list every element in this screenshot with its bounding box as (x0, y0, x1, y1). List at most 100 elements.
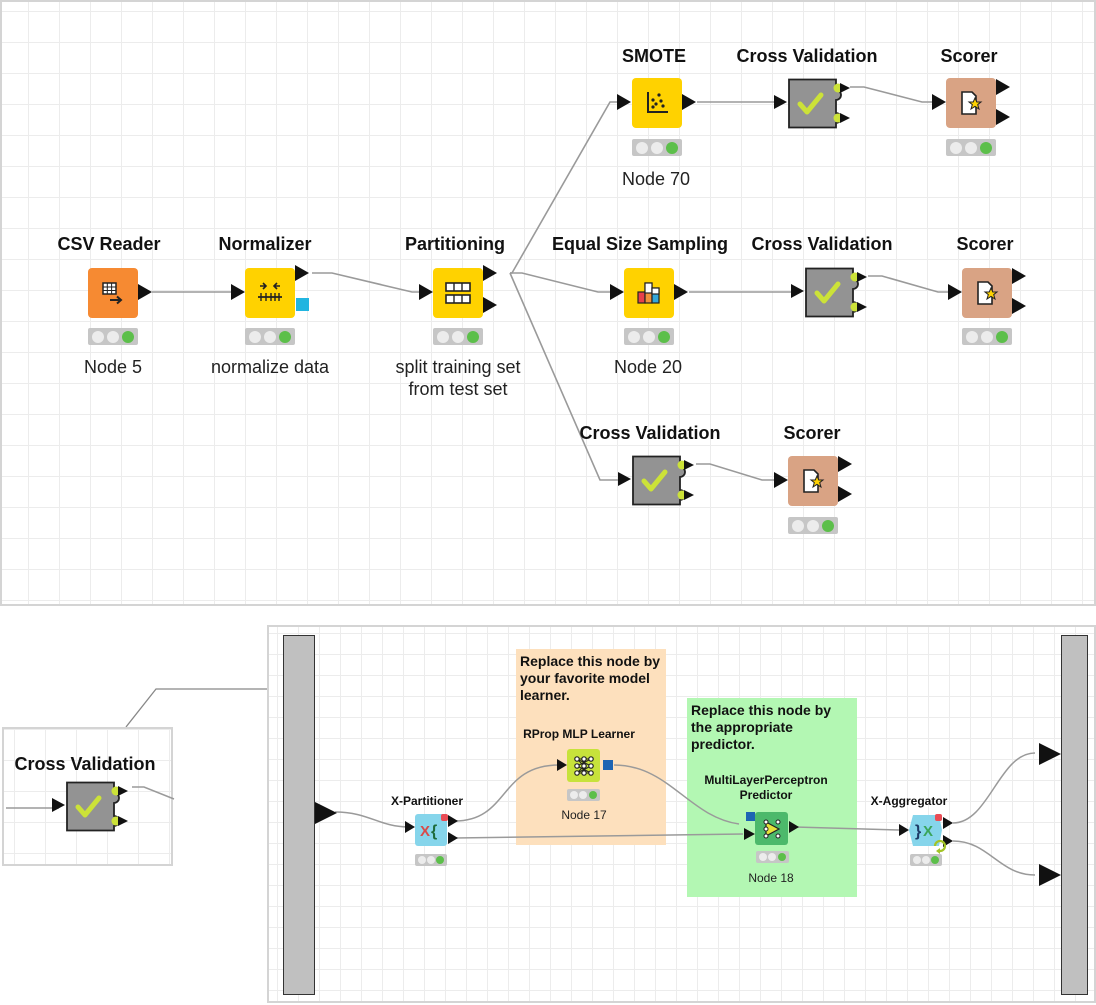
output-port-1 (684, 460, 694, 470)
metanode-output-port-2[interactable] (1039, 864, 1061, 886)
input-port[interactable] (557, 759, 567, 771)
node-title: Normalizer (218, 234, 312, 254)
connection-normalizer-partitioning (312, 272, 420, 293)
connections-layer (152, 86, 948, 481)
checkmark-icon (75, 795, 102, 818)
loop-icon (933, 839, 947, 854)
input-port[interactable] (774, 472, 788, 488)
node-body[interactable] (88, 268, 138, 318)
output-port[interactable] (682, 94, 696, 110)
output-port-2[interactable] (1012, 298, 1026, 314)
node-title-line-1: MultiLayerPerceptron (704, 773, 828, 787)
node-title: Scorer (940, 46, 998, 66)
node-title: Scorer (783, 423, 841, 443)
output-port-2[interactable] (838, 486, 852, 502)
input-port[interactable] (405, 821, 415, 833)
output-port[interactable] (789, 821, 799, 833)
node-description: Node 20 (613, 357, 683, 377)
connection-cv1-scorer1 (850, 86, 932, 103)
checkmark-icon (797, 92, 824, 115)
input-port[interactable] (932, 94, 946, 110)
scorer-doc-icon (977, 281, 999, 305)
zoom-inset: Cross Validation (2, 727, 175, 866)
output-port-2 (684, 490, 694, 500)
node-description: Node 70 (621, 169, 691, 189)
status-indicator (88, 328, 138, 345)
output-port-2[interactable] (483, 297, 497, 313)
checkmark-icon (814, 281, 841, 304)
model-port[interactable] (296, 298, 309, 311)
node-body[interactable] (567, 749, 600, 782)
connection-cv3-scorer3 (696, 463, 774, 481)
output-port-1 (840, 83, 850, 93)
output-port-1[interactable] (838, 456, 852, 472)
output-port[interactable] (674, 284, 688, 300)
node-body[interactable] (909, 814, 943, 847)
metanode-canvas[interactable]: Replace this node by your favorite model… (267, 625, 1096, 1003)
metanode-body[interactable] (774, 78, 854, 132)
data-input-port[interactable] (744, 828, 755, 840)
node-title: X-Aggregator (870, 794, 948, 808)
output-port[interactable] (138, 284, 152, 300)
metanode-input-port[interactable] (315, 802, 337, 824)
connection-partitioning-cv3 (509, 272, 620, 481)
node-body[interactable] (946, 78, 996, 128)
output-port-2[interactable] (448, 832, 458, 844)
node-body[interactable] (962, 268, 1012, 318)
input-port[interactable] (617, 94, 631, 110)
node-title: RProp MLP Learner (523, 727, 635, 741)
node-title: Cross Validation (736, 46, 878, 66)
output-port-1[interactable] (996, 79, 1010, 95)
bar-chart-icon (637, 282, 660, 304)
metanode-output-port-1[interactable] (1039, 743, 1061, 765)
node-description: Node 5 (83, 357, 143, 377)
node-title: Cross Validation (751, 234, 893, 254)
output-port-1[interactable] (448, 815, 458, 827)
x-aggregate-icon: } X (915, 823, 933, 840)
node-body[interactable] (788, 456, 838, 506)
status-indicator (624, 328, 674, 345)
input-port[interactable] (419, 284, 433, 300)
status-indicator (962, 328, 1012, 345)
node-title: X-Partitioner (390, 794, 464, 808)
status-indicator (632, 139, 682, 156)
workflow-canvas[interactable]: CSV Reader Node 5 Normalizer normalize d… (0, 0, 1096, 606)
output-port-1[interactable] (483, 265, 497, 281)
node-description-line-1: split training set (395, 357, 521, 377)
input-port[interactable] (899, 824, 909, 836)
output-port-2[interactable] (996, 109, 1010, 125)
normalize-icon (258, 282, 282, 301)
svg-text:X: X (420, 823, 430, 840)
output-port-1[interactable] (1012, 268, 1026, 284)
node-body[interactable] (632, 78, 682, 128)
input-port[interactable] (610, 284, 624, 300)
lock-icon (441, 814, 448, 821)
node-body[interactable] (245, 268, 295, 318)
node-body[interactable] (433, 268, 483, 318)
node-body[interactable] (624, 268, 674, 318)
neural-net-icon (573, 755, 594, 776)
output-port-2 (840, 113, 850, 123)
inset-node-title: Cross Validation (14, 754, 156, 774)
inset-metanode-body[interactable] (52, 781, 132, 835)
node-title: Equal Size Sampling (551, 234, 729, 254)
node-description: Node 17 (561, 808, 607, 822)
node-title-line-2: Predictor (739, 788, 793, 802)
output-port[interactable] (295, 265, 309, 281)
scorer-doc-icon (961, 91, 983, 115)
model-input-port[interactable] (746, 812, 755, 821)
metanode-body[interactable] (618, 455, 698, 509)
scatter-icon (647, 92, 668, 113)
connection-cv2-scorer2 (868, 275, 948, 293)
input-port[interactable] (948, 284, 962, 300)
svg-text:X: X (923, 823, 933, 840)
status-indicator (415, 854, 447, 866)
model-output-port[interactable] (603, 760, 613, 770)
node-body[interactable] (755, 812, 788, 845)
metanode-body[interactable] (791, 267, 871, 321)
partition-icon (445, 282, 471, 304)
input-port[interactable] (231, 284, 245, 300)
output-port-2 (857, 302, 867, 312)
output-port-1[interactable] (943, 817, 953, 829)
metanode-input-bar (283, 635, 315, 995)
